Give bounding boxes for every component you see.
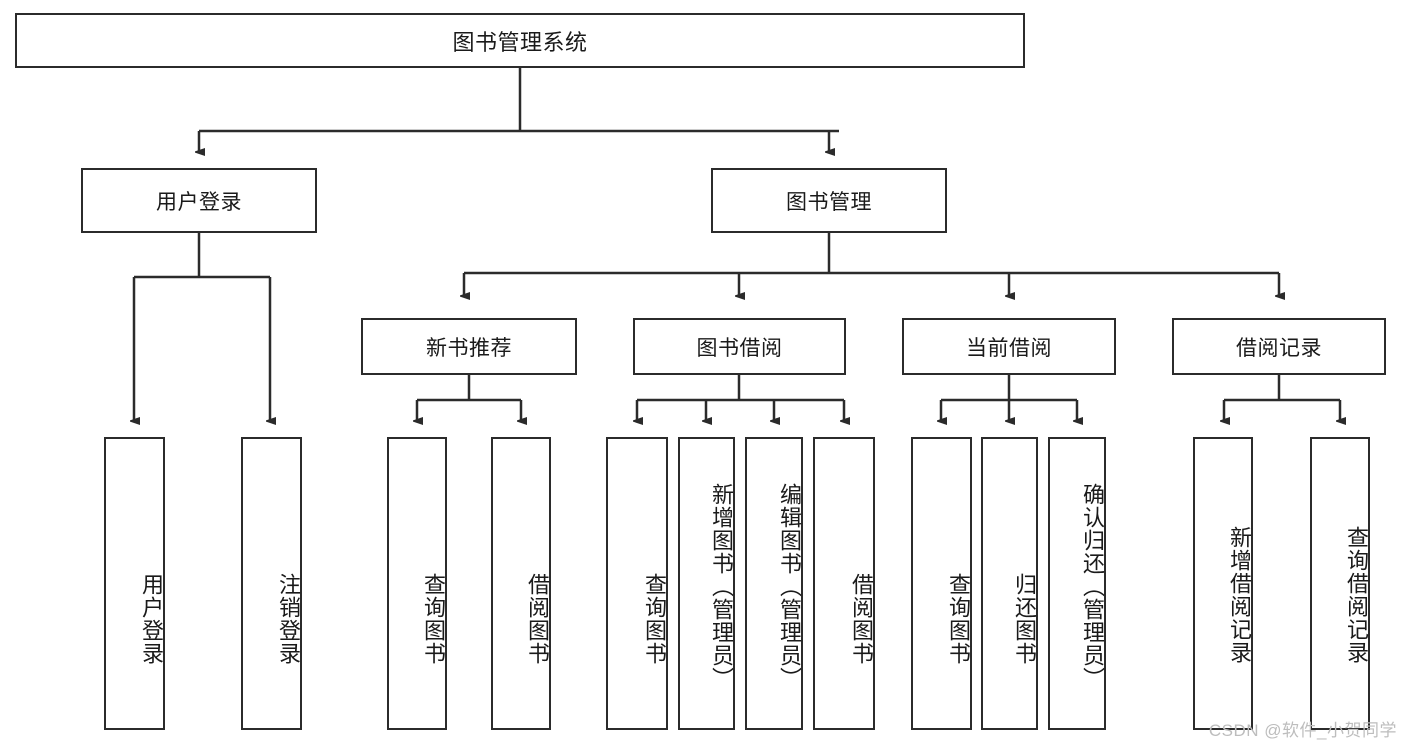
node-label: 查询图书 bbox=[946, 572, 971, 665]
node-label: 注销登录 bbox=[276, 572, 301, 665]
leaf-borrow-records-2[interactable]: 查询借阅记录 bbox=[1310, 437, 1370, 730]
node-book-borrow[interactable]: 图书借阅 bbox=[633, 318, 846, 375]
leaf-user-login-1[interactable]: 用户登录 bbox=[104, 437, 165, 730]
leaf-current-borrow-1[interactable]: 查询图书 bbox=[911, 437, 972, 730]
node-label: 图书管理 bbox=[786, 190, 872, 214]
watermark-text: CSDN @软件_小贺同学 bbox=[1208, 721, 1397, 740]
node-label: 查询图书 bbox=[421, 572, 446, 665]
node-user-login[interactable]: 用户登录 bbox=[81, 168, 317, 233]
node-label: 用户登录 bbox=[156, 190, 242, 214]
leaf-borrow-records-1[interactable]: 新增借阅记录 bbox=[1193, 437, 1253, 730]
leaf-user-login-2[interactable]: 注销登录 bbox=[241, 437, 302, 730]
node-label: 当前借阅 bbox=[966, 336, 1052, 360]
node-new-book-recommend[interactable]: 新书推荐 bbox=[361, 318, 577, 375]
leaf-current-borrow-2[interactable]: 归还图书 bbox=[981, 437, 1038, 730]
leaf-book-borrow-3[interactable]: 编辑图书（管理员） bbox=[745, 437, 803, 730]
node-label: 新增借阅记录 bbox=[1227, 525, 1252, 664]
node-label: 用户登录 bbox=[139, 572, 164, 665]
node-current-borrow[interactable]: 当前借阅 bbox=[902, 318, 1116, 375]
node-label: 确认归还（管理员） bbox=[1080, 483, 1105, 690]
node-label: 图书管理系统 bbox=[452, 29, 588, 55]
node-label: 新书推荐 bbox=[426, 336, 512, 360]
node-label: 查询图书 bbox=[642, 572, 667, 665]
node-label: 图书借阅 bbox=[696, 336, 783, 360]
leaf-new-book-2[interactable]: 借阅图书 bbox=[491, 437, 551, 730]
node-label: 编辑图书（管理员） bbox=[777, 483, 802, 690]
node-label: 归还图书 bbox=[1012, 572, 1037, 665]
node-book-management[interactable]: 图书管理 bbox=[711, 168, 947, 233]
node-label: 借阅图书 bbox=[525, 572, 550, 665]
node-borrow-records[interactable]: 借阅记录 bbox=[1172, 318, 1386, 375]
node-label: 借阅图书 bbox=[849, 572, 874, 665]
leaf-book-borrow-2[interactable]: 新增图书（管理员） bbox=[678, 437, 735, 730]
node-root-book-management-system[interactable]: 图书管理系统 bbox=[15, 13, 1025, 68]
leaf-book-borrow-4[interactable]: 借阅图书 bbox=[813, 437, 875, 730]
leaf-current-borrow-3[interactable]: 确认归还（管理员） bbox=[1048, 437, 1106, 730]
node-label: 新增图书（管理员） bbox=[709, 483, 734, 690]
leaf-book-borrow-1[interactable]: 查询图书 bbox=[606, 437, 668, 730]
leaf-new-book-1[interactable]: 查询图书 bbox=[387, 437, 447, 730]
node-label: 借阅记录 bbox=[1236, 336, 1322, 360]
node-label: 查询借阅记录 bbox=[1344, 525, 1369, 664]
